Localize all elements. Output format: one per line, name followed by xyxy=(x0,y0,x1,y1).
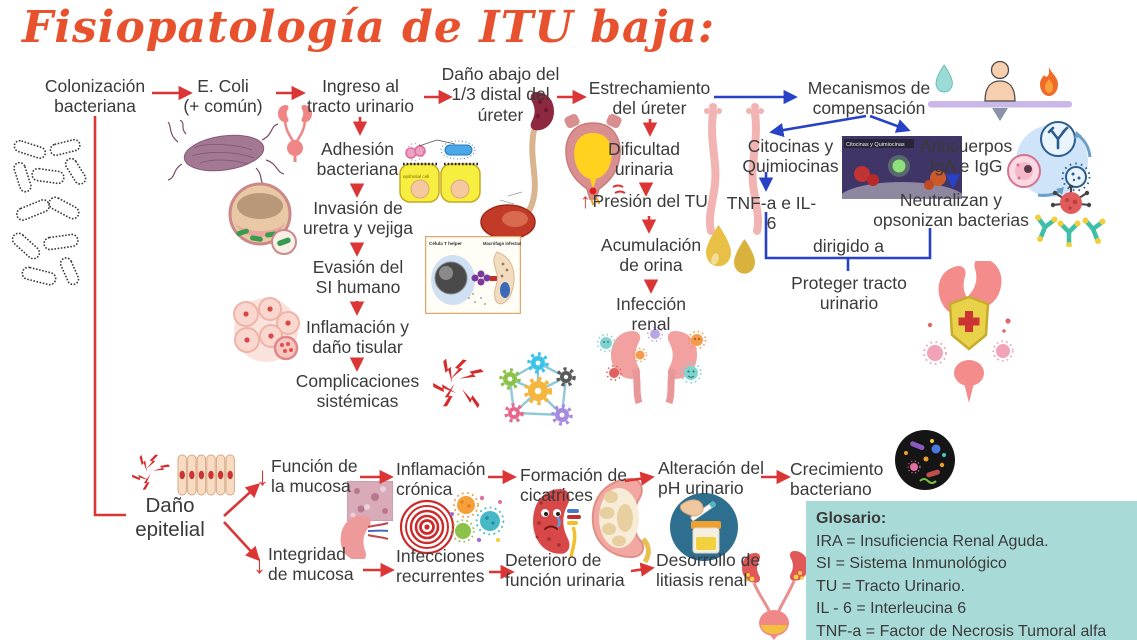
node-formacion-cicatrices: Formación de cicatrices xyxy=(520,465,627,506)
node-inflamacion-cronica: Inflamación crónica xyxy=(396,459,486,500)
node-anticuerpos: Anticuerpos IgA e IgG xyxy=(919,136,1013,177)
urinary-tract-icon xyxy=(478,88,570,245)
node-neutralizan: Neutralizan y opsonizan bacterias xyxy=(873,190,1029,231)
gears-network-icon xyxy=(498,351,578,434)
node-presion-label: Presión del TU xyxy=(592,191,708,212)
lightning-bolts-icon xyxy=(426,356,494,435)
node-litiasis-renal: Desorrollo de litiasis renal xyxy=(656,550,761,591)
node-integridad-mucosa: ↓ Integridad de mucosa xyxy=(253,544,371,585)
node-crecimiento: Crecimiento bacteriano xyxy=(790,459,884,500)
glossary-title: Glosario: xyxy=(816,510,887,527)
bladder-crosssection-icon xyxy=(222,180,302,263)
node-citocinas: Citocinas y Quimiocinas xyxy=(742,136,839,177)
glossary-entry: TNF-a = Factor de Necrosis Tumoral alfa xyxy=(816,622,1107,640)
node-infeccion-renal: Infección renal xyxy=(615,294,687,335)
node-mecanismos: Mecanismos de compensación xyxy=(807,78,931,119)
node-adhesion: Adhesión bacteriana xyxy=(316,139,399,180)
organ-vessels-icon xyxy=(336,511,392,564)
node-evasion: Evasión del SI humano xyxy=(312,257,404,298)
kidneys-shield-icon xyxy=(920,256,1018,414)
kidneys-stones-icon xyxy=(736,551,814,640)
node-tnf-il6: TNF-a e IL-6 xyxy=(726,193,817,234)
node-inflamacion-dano: Inflamación y daño tisular xyxy=(305,317,410,358)
node-acumulacion: Acumulación de orina xyxy=(600,235,702,276)
node-ingreso-tracto: Ingreso al tracto urinario xyxy=(307,76,414,117)
node-dirigido-a: dirigido a xyxy=(812,236,885,256)
urine-test-icon xyxy=(667,491,741,568)
node-deterioro-funcion: Deterioro de función urinaria xyxy=(505,550,625,591)
node-e-coli: E. Coli (+ común) xyxy=(183,76,263,117)
down-arrow-icon: ↓ xyxy=(256,461,269,492)
balance-scale-icon xyxy=(926,57,1074,128)
germs-cluster-icon xyxy=(446,490,506,553)
antibodies-virus-icon xyxy=(1027,184,1115,252)
kidneys-germs-icon xyxy=(596,326,711,410)
node-funcion-mucosa-label: Función de la mucosa xyxy=(271,456,358,497)
urine-drops-icon xyxy=(704,223,768,305)
node-proteger-tracto: Proteger tracto urinario xyxy=(791,273,907,314)
page-title: Fisiopatología de ITU baja: xyxy=(22,2,716,53)
thelper-caption: Célula T helper xyxy=(429,241,462,246)
thelper-cell-diagram-icon: Célula T helper Macrófago infectado xyxy=(424,235,524,319)
glossary-entry: IL - 6 = Interleucina 6 xyxy=(816,600,967,617)
node-dano-ureter: Daño abajo del 1/3 distal del úreter xyxy=(441,64,560,125)
node-colonizacion-bacteriana: Colonización bacteriana xyxy=(44,76,146,117)
micrograph-caption: Citocinas y Quimiocinas xyxy=(846,142,905,148)
node-alteracion-ph: Alteración del pH urinario xyxy=(658,458,765,499)
node-integridad-label: Integridad de mucosa xyxy=(268,544,354,585)
pink-tissue-cells-icon xyxy=(224,296,314,369)
kidney-crosssection-icon xyxy=(587,477,667,568)
ureters-pair-icon xyxy=(697,99,773,240)
node-complicaciones: Complicaciones sistémicas xyxy=(295,371,420,412)
node-dificultad: Dificultad urinaria xyxy=(608,139,680,180)
glossary-entry: IRA = Insuficiencia Renal Aguda. xyxy=(816,532,1049,550)
antibody-cycle-icon xyxy=(1002,117,1096,206)
bw-bacteria-sketch-icon xyxy=(4,138,100,313)
glossary-entry: SI = Sistema Inmunológico xyxy=(816,555,1007,572)
glossary-entry: TU = Tracto Urinario. xyxy=(816,577,965,595)
kidneys-bladder-icon xyxy=(276,103,314,168)
tissue-square-icon xyxy=(346,480,394,526)
node-presion-tu: ↑ Presión del TU xyxy=(580,191,725,212)
up-arrow-icon: ↑ xyxy=(580,190,591,213)
epithelial-cells-bacteria-icon: epithelial cell xyxy=(397,136,483,211)
node-funcion-mucosa: ↓ Función de la mucosa xyxy=(256,456,366,497)
node-invasion: Invasión de uretra y vejiga xyxy=(303,198,413,239)
down-arrow-icon: ↓ xyxy=(253,549,266,580)
bladder-pain-icon xyxy=(557,111,629,212)
ecoli-sketch-icon xyxy=(166,119,285,191)
spiral-icon xyxy=(393,496,463,565)
macrophage-caption: Macrófago infectado xyxy=(483,241,521,246)
node-infecciones-recurrentes: Infecciones recurrentes xyxy=(396,546,485,587)
node-dano-epitelial: Daño epitelial xyxy=(135,494,205,541)
node-estrechamiento: Estrechamiento del úreter xyxy=(588,78,711,119)
sad-kidney-icon xyxy=(527,487,591,564)
glossary-box: Glosario: IRA = Insuficiencia Renal Agud… xyxy=(806,501,1137,640)
epithelial-cell-label: epithelial cell xyxy=(403,174,429,179)
dark-bacteria-circle-icon xyxy=(892,429,960,498)
